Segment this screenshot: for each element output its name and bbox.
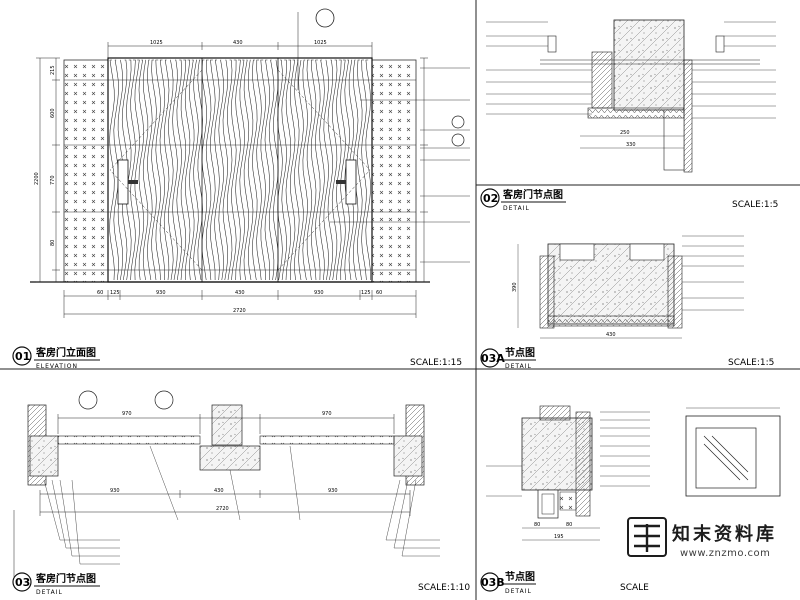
panel-03-scale: SCALE:1:10 xyxy=(418,583,470,593)
panel-03a-number: 03A xyxy=(481,352,505,365)
detail-03a-drawing: 430 390 xyxy=(512,235,744,339)
panel-01-title-block: 01 客房门立面图 ELEVATION SCALE:1:15 xyxy=(12,346,462,370)
panel-03a-title: 节点图 xyxy=(505,346,535,359)
panel-03-title-block: 03 客房门节点图 DETAIL SCALE:1:10 xyxy=(12,572,470,596)
elev-bottom-dim-6: 125 xyxy=(361,290,371,296)
elev-top-dim-3: 1025 xyxy=(314,40,327,46)
d02-dim-2: 330 xyxy=(626,142,636,148)
panel-03-subtitle: DETAIL xyxy=(36,589,63,596)
detail-03b-drawing: 80 80 195 xyxy=(486,405,781,541)
plan-top-dim-1: 970 xyxy=(122,411,132,417)
elev-bottom-dim-5: 930 xyxy=(314,290,324,296)
panel-02-title-block: 02 客房门节点图 DETAIL SCALE:1:5 xyxy=(480,188,778,212)
panel-03b-subtitle: DETAIL xyxy=(505,588,532,595)
panel-01-subtitle: ELEVATION xyxy=(36,363,78,370)
plan-top-dim-2: 970 xyxy=(322,411,332,417)
elev-height-dim: 2200 xyxy=(34,172,40,185)
d02-dim-1: 250 xyxy=(620,130,630,136)
panel-03b-title-block: 03B 节点图 DETAIL SCALE xyxy=(480,570,649,595)
plan-bottom-dim-2: 430 xyxy=(214,488,224,494)
panel-03b-title: 节点图 xyxy=(505,570,535,583)
d03a-height-dim: 390 xyxy=(512,282,518,292)
elev-bottom-dim-7: 60 xyxy=(376,290,382,296)
panel-01-scale: SCALE:1:15 xyxy=(410,358,462,368)
panel-02-scale: SCALE:1:5 xyxy=(732,200,778,210)
elev-bottom-dim-3: 930 xyxy=(156,290,166,296)
watermark-brand: 知末资料库 xyxy=(672,523,777,545)
panel-03a-scale: SCALE:1:5 xyxy=(728,358,774,368)
panel-03-title: 客房门节点图 xyxy=(35,572,96,585)
door-elevation-drawing: 1025 430 1025 2200 215 600 770 80 xyxy=(30,8,470,318)
plan-bottom-dim-1: 930 xyxy=(110,488,120,494)
detail-02-drawing: 250 330 xyxy=(486,19,776,173)
elev-total-dim: 2720 xyxy=(233,308,246,314)
elev-left-dim-2: 600 xyxy=(50,108,56,118)
panel-01-number: 01 xyxy=(15,350,30,363)
watermark-url: www.znzmo.com xyxy=(680,548,770,559)
panel-03a-title-block: 03A 节点图 DETAIL SCALE:1:5 xyxy=(480,346,774,370)
elev-top-dim-1: 1025 xyxy=(150,40,163,46)
panel-03b-number: 03B xyxy=(481,576,505,589)
elev-bottom-dim-2: 125 xyxy=(110,290,120,296)
plan-total-dim: 2720 xyxy=(216,506,229,512)
elev-left-dim-3: 770 xyxy=(50,175,56,185)
plan-bottom-dim-3: 930 xyxy=(328,488,338,494)
elev-bottom-dim-4: 430 xyxy=(235,290,245,296)
elev-left-dim-4: 80 xyxy=(50,240,56,246)
d03b-dim-1: 80 xyxy=(534,522,540,528)
brand-logo-icon xyxy=(634,524,660,552)
watermark: 知末资料库 www.znzmo.com xyxy=(627,517,777,559)
detail-03-plan-drawing: 970 970 930 430 930 2720 xyxy=(13,390,440,580)
elev-bottom-dim-1: 60 xyxy=(97,290,103,296)
panel-02-title: 客房门节点图 xyxy=(502,188,563,201)
elev-left-dim-1: 215 xyxy=(50,65,56,75)
panel-03b-scale: SCALE xyxy=(620,583,649,593)
d03b-dim-2: 80 xyxy=(566,522,572,528)
panel-03-number: 03 xyxy=(15,576,30,589)
panel-02-number: 02 xyxy=(483,192,498,205)
d03b-dim-3: 195 xyxy=(554,534,564,540)
panel-03a-subtitle: DETAIL xyxy=(505,363,532,370)
d03a-width-dim: 430 xyxy=(606,332,616,338)
panel-01-title: 客房门立面图 xyxy=(35,346,96,359)
elev-top-dim-2: 430 xyxy=(233,40,243,46)
panel-02-subtitle: DETAIL xyxy=(503,205,530,212)
